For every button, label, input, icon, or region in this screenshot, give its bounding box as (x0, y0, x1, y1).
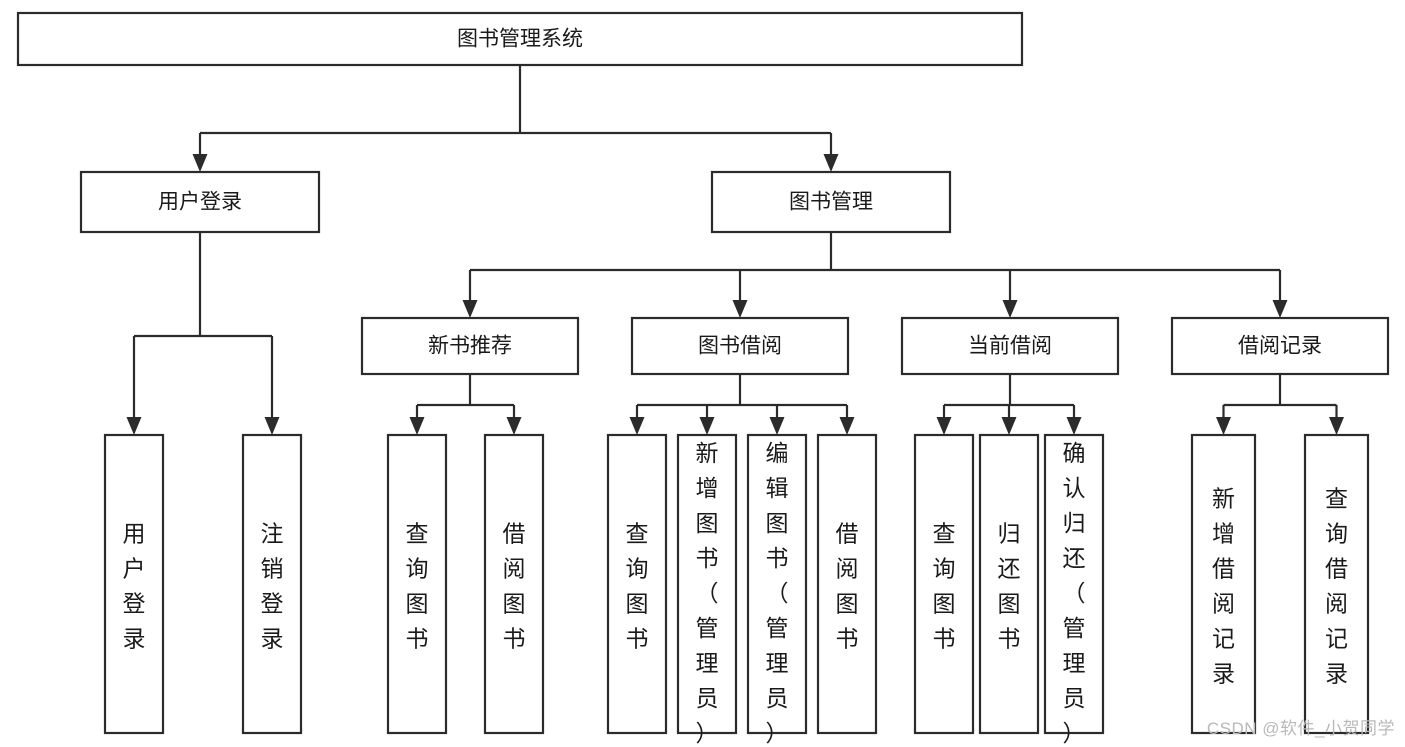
node-label-leaf-user-logout: 注销登录 (261, 520, 284, 651)
current-borrow-arrow-1-head (1001, 417, 1017, 435)
node-label-undefined: 图书管理系统 (457, 28, 583, 51)
node-box-book-borrow (630, 316, 850, 376)
node-book-manage[interactable]: 图书管理 (710, 170, 952, 234)
node-new-book-recommend[interactable]: 新书推荐 (360, 316, 580, 376)
book-borrow-arrow-3-head (839, 417, 855, 435)
node-leaf-return-book[interactable]: 归还图书 (978, 433, 1040, 735)
node-label-book-borrow: 图书借阅 (698, 335, 782, 358)
new-book-recommend-arrow-1-head (506, 417, 522, 435)
node-leaf-add-book[interactable]: 新增图书（管理员） (676, 433, 738, 746)
node-box-leaf-query-book-1 (386, 433, 448, 735)
node-box-leaf-edit-book (746, 433, 808, 735)
watermark-text: CSDN @软件_小贺同学 (1206, 719, 1395, 738)
node-leaf-confirm-return[interactable]: 确认归还（管理员） (1043, 433, 1105, 746)
book-borrow-arrow-2-head (769, 417, 785, 435)
node-label-leaf-borrow-book-1: 借阅图书 (503, 520, 526, 651)
node-box-leaf-borrow-book-2 (816, 433, 878, 735)
node-label-current-borrow: 当前借阅 (968, 335, 1052, 358)
node-label-new-book-recommend: 新书推荐 (428, 335, 512, 358)
new-book-recommend-arrow-0-head (409, 417, 425, 435)
node-leaf-query-book-3[interactable]: 查询图书 (913, 433, 975, 735)
node-label-leaf-user-login: 用户登录 (123, 520, 146, 651)
node-box-leaf-query-record (1303, 433, 1370, 735)
node-box-leaf-user-login (103, 433, 165, 735)
node-label-leaf-confirm-return: 确认归还（管理员） (1063, 440, 1086, 746)
node-undefined[interactable]: 图书管理系统 (16, 11, 1024, 67)
node-box-undefined (16, 11, 1024, 67)
node-box-leaf-confirm-return (1043, 433, 1105, 735)
book-borrow-arrow-0-head (629, 417, 645, 435)
book-manage-arrow-0-head (462, 300, 478, 318)
borrow-record-arrow-0-head (1216, 417, 1231, 435)
node-box-book-manage (710, 170, 952, 234)
node-leaf-edit-book[interactable]: 编辑图书（管理员） (746, 433, 808, 746)
node-box-leaf-add-book (676, 433, 738, 735)
node-leaf-add-record[interactable]: 新增借阅记录 (1190, 433, 1257, 735)
node-leaf-query-book-2[interactable]: 查询图书 (606, 433, 668, 735)
node-current-borrow[interactable]: 当前借阅 (900, 316, 1120, 376)
node-label-leaf-query-record: 查询借阅记录 (1325, 485, 1348, 686)
node-label-user-login: 用户登录 (158, 191, 242, 214)
node-leaf-query-book-1[interactable]: 查询图书 (386, 433, 448, 735)
node-box-leaf-query-book-2 (606, 433, 668, 735)
node-label-leaf-borrow-book-2: 借阅图书 (836, 520, 859, 651)
node-box-leaf-query-book-3 (913, 433, 975, 735)
connector-layer (126, 65, 1344, 435)
book-borrow-arrow-1-head (699, 417, 715, 435)
book-manage-arrow-2-head (1002, 300, 1018, 318)
node-borrow-record[interactable]: 借阅记录 (1170, 316, 1390, 376)
node-leaf-borrow-book-2[interactable]: 借阅图书 (816, 433, 878, 735)
node-box-leaf-add-record (1190, 433, 1257, 735)
root-arrow-0-head (192, 154, 208, 172)
node-box-borrow-record (1170, 316, 1390, 376)
user-login-arrow-1-head (264, 417, 280, 435)
current-borrow-arrow-0-head (936, 417, 952, 435)
node-label-leaf-query-book-1: 查询图书 (406, 520, 429, 651)
node-label-leaf-return-book: 归还图书 (998, 520, 1021, 651)
node-label-borrow-record: 借阅记录 (1238, 335, 1322, 358)
node-box-new-book-recommend (360, 316, 580, 376)
node-label-leaf-add-book: 新增图书（管理员） (696, 440, 719, 746)
node-box-user-login (79, 170, 321, 234)
node-layer: 图书管理系统用户登录图书管理新书推荐图书借阅当前借阅借阅记录用户登录注销登录查询… (16, 11, 1390, 746)
node-label-leaf-query-book-3: 查询图书 (933, 520, 956, 651)
root-arrow-1-head (823, 154, 839, 172)
node-label-book-manage: 图书管理 (789, 191, 873, 214)
node-label-leaf-add-record: 新增借阅记录 (1212, 485, 1235, 686)
current-borrow-arrow-2-head (1066, 417, 1082, 435)
node-leaf-user-login[interactable]: 用户登录 (103, 433, 165, 735)
node-leaf-borrow-book-1[interactable]: 借阅图书 (483, 433, 545, 735)
book-manage-arrow-1-head (732, 300, 748, 318)
node-box-leaf-return-book (978, 433, 1040, 735)
node-box-current-borrow (900, 316, 1120, 376)
borrow-record-arrow-1-head (1329, 417, 1344, 435)
user-login-arrow-0-head (126, 417, 142, 435)
node-book-borrow[interactable]: 图书借阅 (630, 316, 850, 376)
node-label-leaf-edit-book: 编辑图书（管理员） (766, 440, 789, 746)
node-leaf-query-record[interactable]: 查询借阅记录 (1303, 433, 1370, 735)
node-leaf-user-logout[interactable]: 注销登录 (241, 433, 303, 735)
node-box-leaf-borrow-book-1 (483, 433, 545, 735)
node-user-login[interactable]: 用户登录 (79, 170, 321, 234)
book-manage-arrow-3-head (1272, 300, 1288, 318)
node-box-leaf-user-logout (241, 433, 303, 735)
node-label-leaf-query-book-2: 查询图书 (626, 520, 649, 651)
